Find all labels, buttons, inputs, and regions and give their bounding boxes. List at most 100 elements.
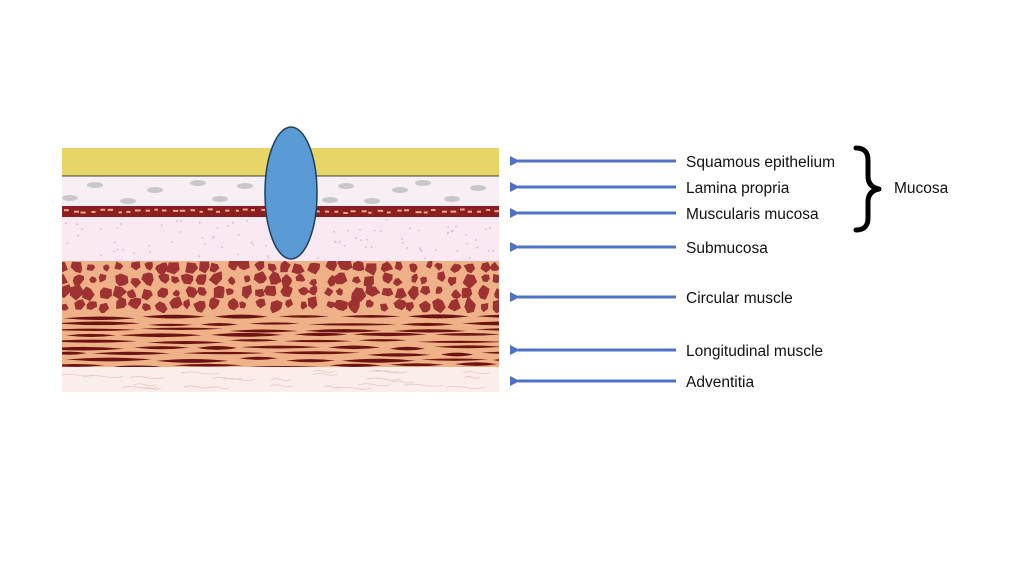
circular-muscle-cell (70, 261, 83, 274)
mm-gap (324, 210, 330, 213)
submucosa-dot (370, 246, 373, 249)
circular-muscle-cell (197, 287, 207, 296)
circular-muscle-cell (158, 272, 170, 284)
circular-muscle-cells (62, 261, 499, 313)
longitudinal-muscle-fiber (65, 357, 152, 362)
longitudinal-muscle-fiber (474, 328, 499, 331)
submucosa-dot (492, 249, 495, 252)
lamina-fleck (212, 196, 228, 202)
longitudinal-muscle-fiber (197, 346, 238, 350)
longitudinal-muscle-fiber (91, 351, 171, 355)
longitudinal-muscle-fiber (142, 314, 206, 319)
circular-muscle-cell (478, 284, 490, 300)
adventitia-fiber (391, 380, 414, 384)
longitudinal-muscle-fiber (285, 359, 336, 363)
circular-muscle-cell (213, 285, 225, 299)
submucosa-dot (267, 255, 269, 257)
mm-gap (334, 210, 339, 213)
submucosa-dot (176, 220, 178, 222)
adventitia-fiber (463, 371, 490, 375)
longitudinal-muscle-fiber (62, 363, 105, 367)
mm-gap (207, 208, 213, 211)
submucosa-dot (99, 227, 102, 230)
circular-muscle-cell (267, 263, 277, 273)
longitudinal-muscle-fiber (62, 351, 88, 355)
longitudinal-muscle-fiber (249, 322, 300, 325)
circular-muscle-cell (291, 263, 305, 275)
submucosa-dot (179, 231, 182, 233)
submucosa-dot (267, 256, 270, 259)
longitudinal-muscle-fiber (341, 315, 401, 318)
circular-muscle-cell (280, 261, 291, 273)
mm-gap (377, 209, 384, 212)
submucosa-dot (226, 224, 229, 227)
longitudinal-muscle-fiber (147, 323, 193, 327)
circular-muscle-cell (171, 276, 180, 284)
mm-gap (134, 209, 141, 212)
submucosa-dot (355, 237, 357, 239)
longitudinal-muscle-fiber (481, 351, 499, 354)
longitudinal-muscle-fiber (352, 332, 428, 337)
submucosa-dot (216, 226, 219, 229)
submucosa-dot (466, 242, 469, 245)
submucosa-dot (347, 229, 350, 232)
mm-gap (73, 210, 80, 213)
submucosa-dot (250, 241, 253, 244)
circular-muscle-cell (74, 299, 86, 310)
lamina-fleck (444, 196, 460, 202)
submucosa-dot (171, 241, 173, 244)
longitudinal-muscle-fiber (278, 315, 330, 318)
lamina-fleck (415, 180, 431, 186)
circular-muscle-cell (227, 276, 236, 286)
longitudinal-muscle-fiber (393, 329, 467, 333)
circular-muscle-cell (295, 273, 306, 282)
circular-muscle-cell (141, 289, 153, 301)
label-circular-muscle: Circular muscle (686, 290, 793, 307)
circular-muscle-cell (461, 287, 473, 299)
mm-gap (225, 209, 230, 212)
longitudinal-muscle-fiber (389, 346, 426, 351)
longitudinal-muscle-fiber (367, 353, 431, 357)
circular-muscle-cell (447, 277, 457, 287)
submucosa-dot (420, 250, 423, 252)
longitudinal-muscle-fiber (507, 365, 594, 368)
circular-muscle-cell (98, 273, 107, 283)
adventitia-fiber (221, 378, 255, 381)
circular-muscle-cell (157, 287, 169, 299)
circular-muscle-cell (307, 296, 318, 310)
circular-muscle-cell (418, 300, 431, 313)
longitudinal-muscle-fiber (228, 329, 299, 333)
circular-muscle-cell (103, 264, 110, 272)
submucosa-dot (149, 251, 151, 254)
longitudinal-muscle-fiber (239, 356, 278, 360)
circular-muscle-cell (365, 299, 374, 308)
circular-muscle-cell (86, 301, 98, 310)
submucosa-dot (401, 238, 404, 240)
label-muscularis-mucosa: Muscularis mucosa (686, 206, 819, 223)
adventitia-fiber (183, 385, 213, 389)
adventitia-fiber (445, 385, 485, 389)
longitudinal-muscle-fiber (200, 323, 239, 327)
longitudinal-muscle-fiber (434, 345, 499, 349)
lamina-fleck (120, 198, 136, 204)
circular-muscle-cell (130, 261, 141, 271)
circular-muscle-cell (225, 288, 234, 296)
circular-muscle-cell (419, 286, 431, 296)
circular-muscle-cell (451, 289, 462, 299)
submucosa-dot (112, 250, 115, 253)
circular-muscle-cell (494, 288, 499, 300)
mm-gap (172, 209, 179, 212)
adventitia-fibers (62, 369, 490, 390)
circular-muscle-cell (208, 271, 223, 286)
adventitia-fiber (180, 371, 220, 375)
mm-gap (460, 208, 465, 211)
longitudinal-muscle-fiber (241, 345, 321, 349)
circular-muscle-cell (492, 299, 499, 313)
mm-gap (190, 209, 196, 212)
circular-muscle-cell (254, 261, 265, 271)
circular-muscle-cell (99, 287, 112, 300)
longitudinal-muscle-fiber (440, 352, 474, 357)
mm-gap (126, 210, 131, 213)
submucosa-dot (402, 242, 405, 244)
circular-muscle-cell (116, 297, 127, 309)
